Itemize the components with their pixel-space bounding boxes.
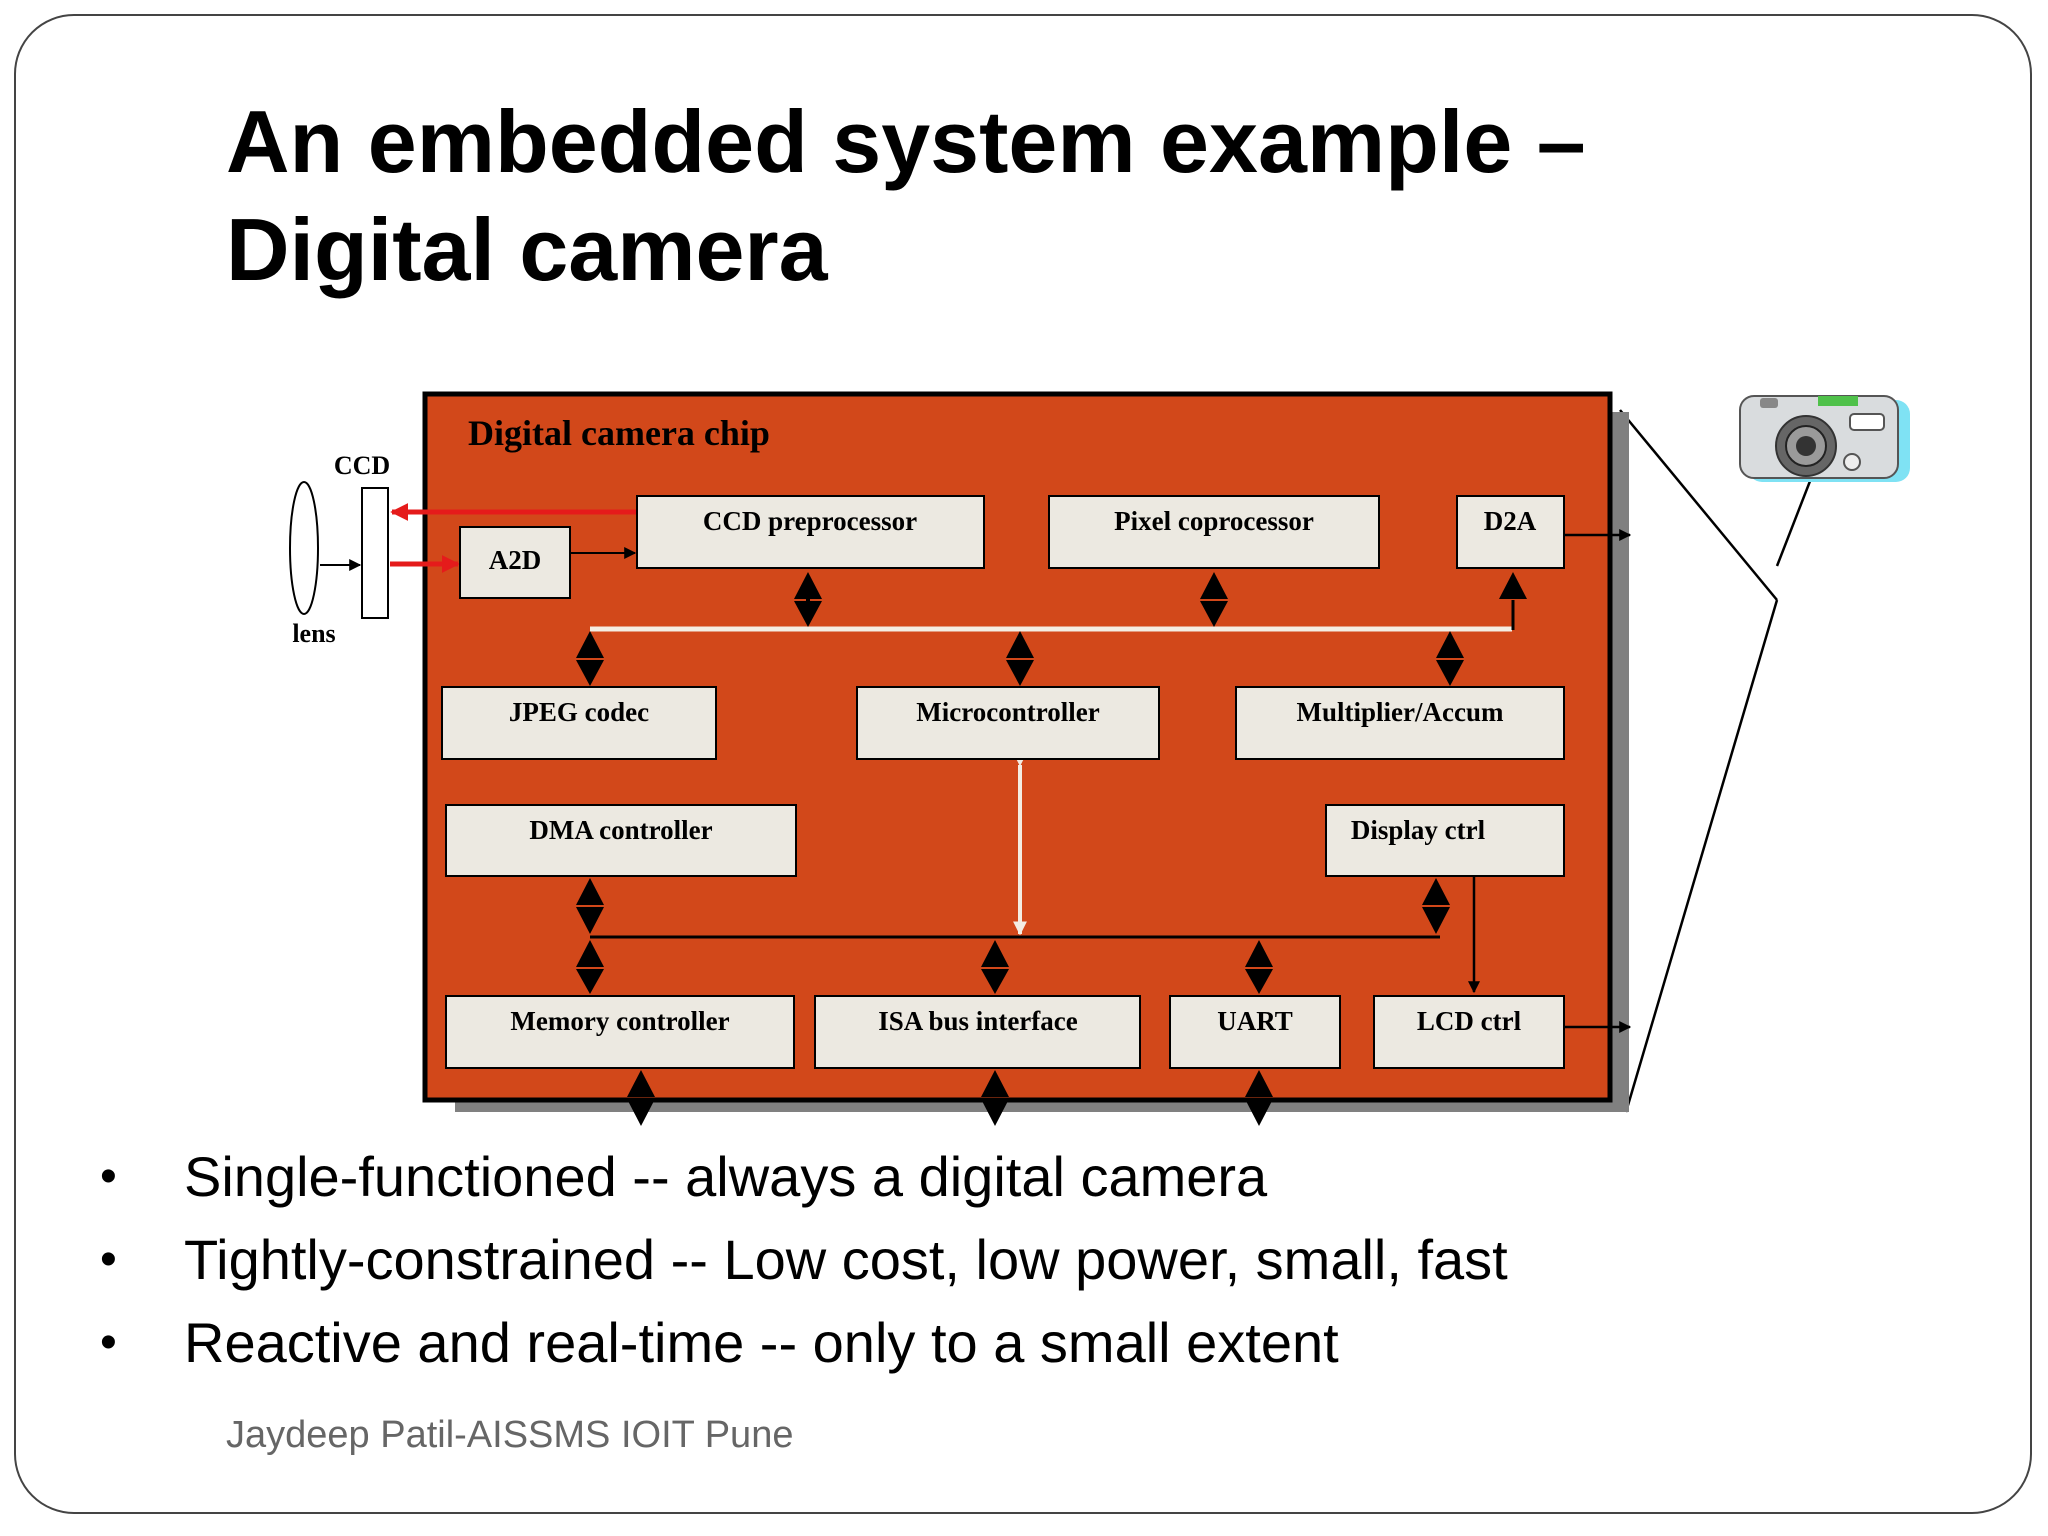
bullet-text: Single-functioned -- always a digital ca… [184,1145,1268,1208]
zoom-line-bottom [1624,599,1779,1113]
bus-connector-uart [1245,940,1273,994]
digital-camera-icon [1739,395,1910,482]
external-connector-memory [627,1070,655,1126]
block-ccd-preprocessor: CCD preprocessor [636,495,985,569]
svg-text:A2D: A2D [489,545,542,575]
bus-connector-pixel [1200,572,1228,627]
external-connector-isa [981,1070,1009,1126]
external-connector-uart [1245,1070,1273,1126]
bus-connector-dma [576,878,604,934]
svg-text:Display ctrl: Display ctrl [1351,815,1486,845]
svg-text:Multiplier/Accum: Multiplier/Accum [1297,697,1504,727]
svg-text:D2A: D2A [1484,506,1537,536]
bullet-dot: • [100,1316,117,1369]
block-d2a: D2A [1456,495,1565,569]
svg-text:Pixel coprocessor: Pixel coprocessor [1114,506,1314,536]
slide-title: An embedded system example – Digital cam… [226,88,1826,304]
bus-connector-ccdpre [794,572,822,627]
svg-text:Memory controller: Memory controller [510,1006,729,1036]
block-isa-bus-interface: ISA bus interface [814,995,1141,1069]
bullet-text: Tightly-constrained -- Low cost, low pow… [184,1228,1508,1291]
bus-connector-multiplier [1436,631,1464,686]
svg-text:UART: UART [1217,1006,1293,1036]
block-display-ctrl: Display ctrl [1325,804,1565,877]
block-jpeg-codec: JPEG codec [441,686,717,760]
svg-text:DMA controller: DMA controller [529,815,712,845]
svg-text:CCD preprocessor: CCD preprocessor [703,506,917,536]
block-memory-controller: Memory controller [445,995,795,1069]
bus-connector-memory [576,940,604,994]
block-dma-controller: DMA controller [445,804,797,877]
block-multiplier-accum: Multiplier/Accum [1235,686,1565,760]
bullet-text: Reactive and real-time -- only to a smal… [184,1311,1339,1374]
bullet-item: • Reactive and real-time -- only to a sma… [100,1301,1508,1384]
bullet-dot: • [100,1150,117,1203]
svg-text:ISA bus interface: ISA bus interface [878,1006,1078,1036]
block-a2d: A2D [459,526,571,599]
camera-pointer-line [1775,475,1814,567]
block-lcd-ctrl: LCD ctrl [1373,995,1565,1069]
bus-connector-d2a [1499,572,1527,630]
lens-label: lens [292,619,335,648]
bullet-dot: • [100,1233,117,1286]
zoom-line-top [1619,409,1778,601]
slide-footer: Jaydeep Patil-AISSMS IOIT Pune [226,1414,794,1456]
bullet-list: • Single-functioned -- always a digital c… [100,1135,1508,1384]
title-line-1: An embedded system example – [226,92,1586,191]
lens-icon [289,481,319,615]
bus-connector-isa [981,940,1009,994]
svg-text:LCD ctrl: LCD ctrl [1417,1006,1522,1036]
bullet-item: • Single-functioned -- always a digital c… [100,1135,1508,1218]
ccd-sensor [361,487,389,619]
title-line-2: Digital camera [226,200,828,299]
bus-connector-display [1422,878,1450,934]
ccd-label: CCD [334,451,390,480]
bus-connector-jpeg [576,631,604,686]
block-microcontroller: Microcontroller [856,686,1160,760]
block-uart: UART [1169,995,1341,1069]
svg-text:Microcontroller: Microcontroller [916,697,1099,727]
chip-label: Digital camera chip [468,413,770,453]
bus-connector-microcontroller [1006,631,1034,686]
svg-text:JPEG codec: JPEG codec [509,697,649,727]
bullet-item: • Tightly-constrained -- Low cost, low po… [100,1218,1508,1301]
block-pixel-coprocessor: Pixel coprocessor [1048,495,1380,569]
